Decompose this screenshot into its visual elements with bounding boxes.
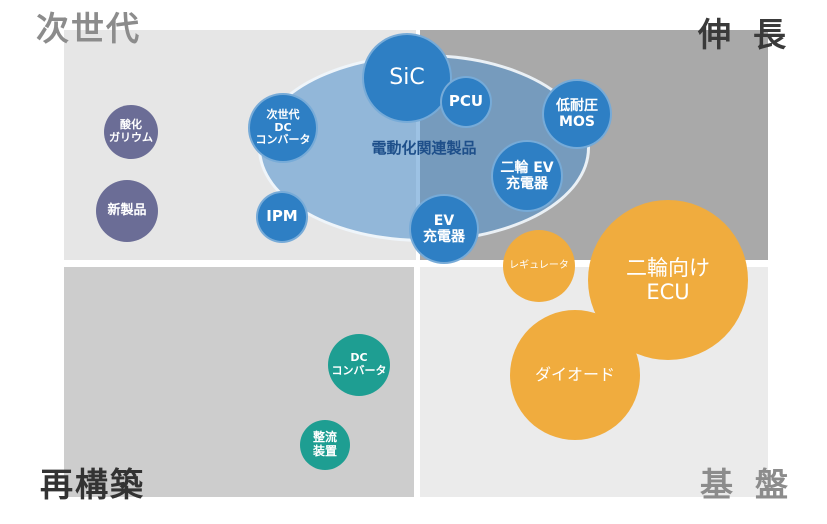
bubble-next-gen-dc-converter: 次世代 DC コンバータ xyxy=(248,93,318,163)
bubble-diode: ダイオード xyxy=(510,310,640,440)
bubble-two-wheel-ecu: 二輪向け ECU xyxy=(588,200,748,360)
bubble-gallium-oxide: 酸化 ガリウム xyxy=(104,105,158,159)
quadrant-label-next-generation: 次世代 xyxy=(36,9,141,48)
bubble-sic: SiC xyxy=(362,33,452,123)
bubble-rectifier: 整流 装置 xyxy=(300,420,350,470)
electrification-group-label: 電動化関連製品 xyxy=(371,139,477,157)
bubble-pcu: PCU xyxy=(440,76,492,128)
bubble-regulator: レギュレータ xyxy=(503,230,575,302)
bubble-ipm: IPM xyxy=(256,191,308,243)
quadrant-label-foundation: 基盤 xyxy=(700,465,810,504)
bubble-ev-charger: EV 充電器 xyxy=(409,194,479,264)
quadrant-label-growth: 伸長 xyxy=(698,15,808,54)
bubble-dc-converter: DC コンバータ xyxy=(328,334,390,396)
bubble-two-wheel-ev-charger: 二輪 EV 充電器 xyxy=(491,140,563,212)
quadrant-label-restructuring: 再構築 xyxy=(40,465,145,504)
bubble-new-products: 新製品 xyxy=(96,180,158,242)
bubble-low-voltage-mos: 低耐圧 MOS xyxy=(542,79,612,149)
